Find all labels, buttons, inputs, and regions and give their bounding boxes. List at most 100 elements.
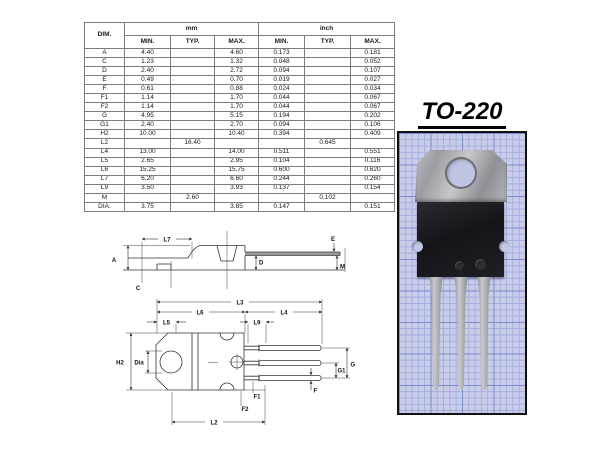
dim-label-l6: L6 [196, 311, 204, 317]
value-cell [304, 75, 351, 86]
value-cell: 0.409 [349, 129, 396, 140]
header-dim: DIM. [84, 22, 125, 49]
value-cell [304, 183, 351, 194]
value-cell: 0.600 [258, 165, 305, 176]
value-cell: 0.551 [349, 147, 396, 158]
dim-cell: G [84, 111, 125, 122]
dim-label-l3: L3 [236, 301, 244, 307]
dim-label-h2: H2 [116, 361, 124, 367]
dim-cell: A [84, 47, 125, 59]
value-cell: 0.260 [349, 174, 396, 185]
value-cell: 1.70 [214, 93, 259, 104]
body-mark-dot [455, 261, 464, 270]
value-cell [304, 156, 351, 167]
value-cell [349, 192, 396, 203]
dim-label-dia: Dia [134, 361, 144, 367]
dim-label-c: C [136, 286, 141, 292]
header-inch-min: MIN. [258, 35, 305, 49]
dim-label-l7: L7 [163, 237, 171, 243]
value-cell: 0.511 [258, 147, 305, 158]
value-cell: 2.65 [124, 156, 171, 167]
value-cell: 0.106 [349, 120, 396, 131]
body-mark-dot [475, 259, 486, 270]
header-inch: inch [257, 22, 396, 36]
header-mm-min: MIN. [124, 35, 171, 49]
header-inch-max: MAX. [349, 35, 396, 49]
lead-right [477, 277, 491, 390]
value-cell: 0.102 [304, 192, 351, 203]
dim-cell: D [84, 66, 125, 77]
lead-left [429, 277, 443, 390]
value-cell: 2.60 [170, 192, 215, 203]
value-cell: 2.40 [124, 120, 171, 131]
value-cell [304, 201, 351, 213]
value-cell [170, 156, 215, 167]
dim-label-d: D [259, 261, 264, 267]
dim-label-f1: F1 [253, 395, 261, 401]
package-photo [397, 131, 527, 415]
value-cell: 10.00 [124, 129, 171, 140]
dim-cell: F [84, 84, 125, 95]
lead-center [454, 277, 468, 390]
dim-label-f2: F2 [241, 407, 249, 413]
value-cell: 0.094 [258, 66, 305, 77]
value-cell: 0.151 [349, 201, 396, 213]
front-view-drawing: L3 L6 L4 L5 L9 H2 Dia G G1 F F1 F2 [116, 299, 356, 427]
value-cell: 1.14 [124, 102, 171, 113]
value-cell [304, 111, 351, 122]
value-cell [170, 120, 215, 131]
dim-label-l4: L4 [280, 311, 288, 317]
value-cell [304, 120, 351, 131]
value-cell: 16.40 [170, 138, 215, 149]
value-cell: 3.93 [214, 183, 259, 194]
dim-cell: G1 [84, 120, 125, 131]
table-row: M 2.60 0.102 [84, 192, 396, 203]
dim-cell: M [84, 192, 125, 203]
value-cell [170, 57, 215, 68]
value-cell [214, 192, 259, 203]
header-inch-typ: TYP. [304, 35, 351, 49]
value-cell: 0.034 [349, 84, 396, 95]
value-cell: 0.194 [258, 111, 305, 122]
value-cell: 4.95 [124, 111, 171, 122]
value-cell: 0.044 [258, 93, 305, 104]
value-cell: 0.104 [258, 156, 305, 167]
dim-cell: L2 [84, 138, 125, 149]
value-cell: 0.181 [349, 47, 396, 59]
value-cell: 0.147 [258, 201, 305, 213]
value-cell [304, 93, 351, 104]
value-cell [170, 201, 215, 213]
value-cell [304, 102, 351, 113]
value-cell: 1.14 [124, 93, 171, 104]
value-cell [170, 47, 215, 59]
package-title-text: TO-220 [417, 98, 507, 129]
dim-cell: C [84, 57, 125, 68]
value-cell: 0.88 [214, 84, 259, 95]
dim-label-g: G [351, 363, 356, 369]
dim-cell: F1 [84, 93, 125, 104]
side-view-drawing: A C L7 D E M [112, 231, 346, 292]
value-cell: 0.49 [124, 75, 171, 86]
dim-cell: E [84, 75, 125, 86]
dim-cell: L9 [84, 183, 125, 194]
value-cell: 3.50 [124, 183, 171, 194]
value-cell [170, 102, 215, 113]
value-cell: 0.116 [349, 156, 396, 167]
value-cell [304, 84, 351, 95]
dim-label-l9: L9 [253, 321, 261, 327]
header-mm-typ: TYP. [170, 35, 215, 49]
value-cell [304, 129, 351, 140]
value-cell: 6.20 [124, 174, 171, 185]
value-cell [349, 138, 396, 149]
